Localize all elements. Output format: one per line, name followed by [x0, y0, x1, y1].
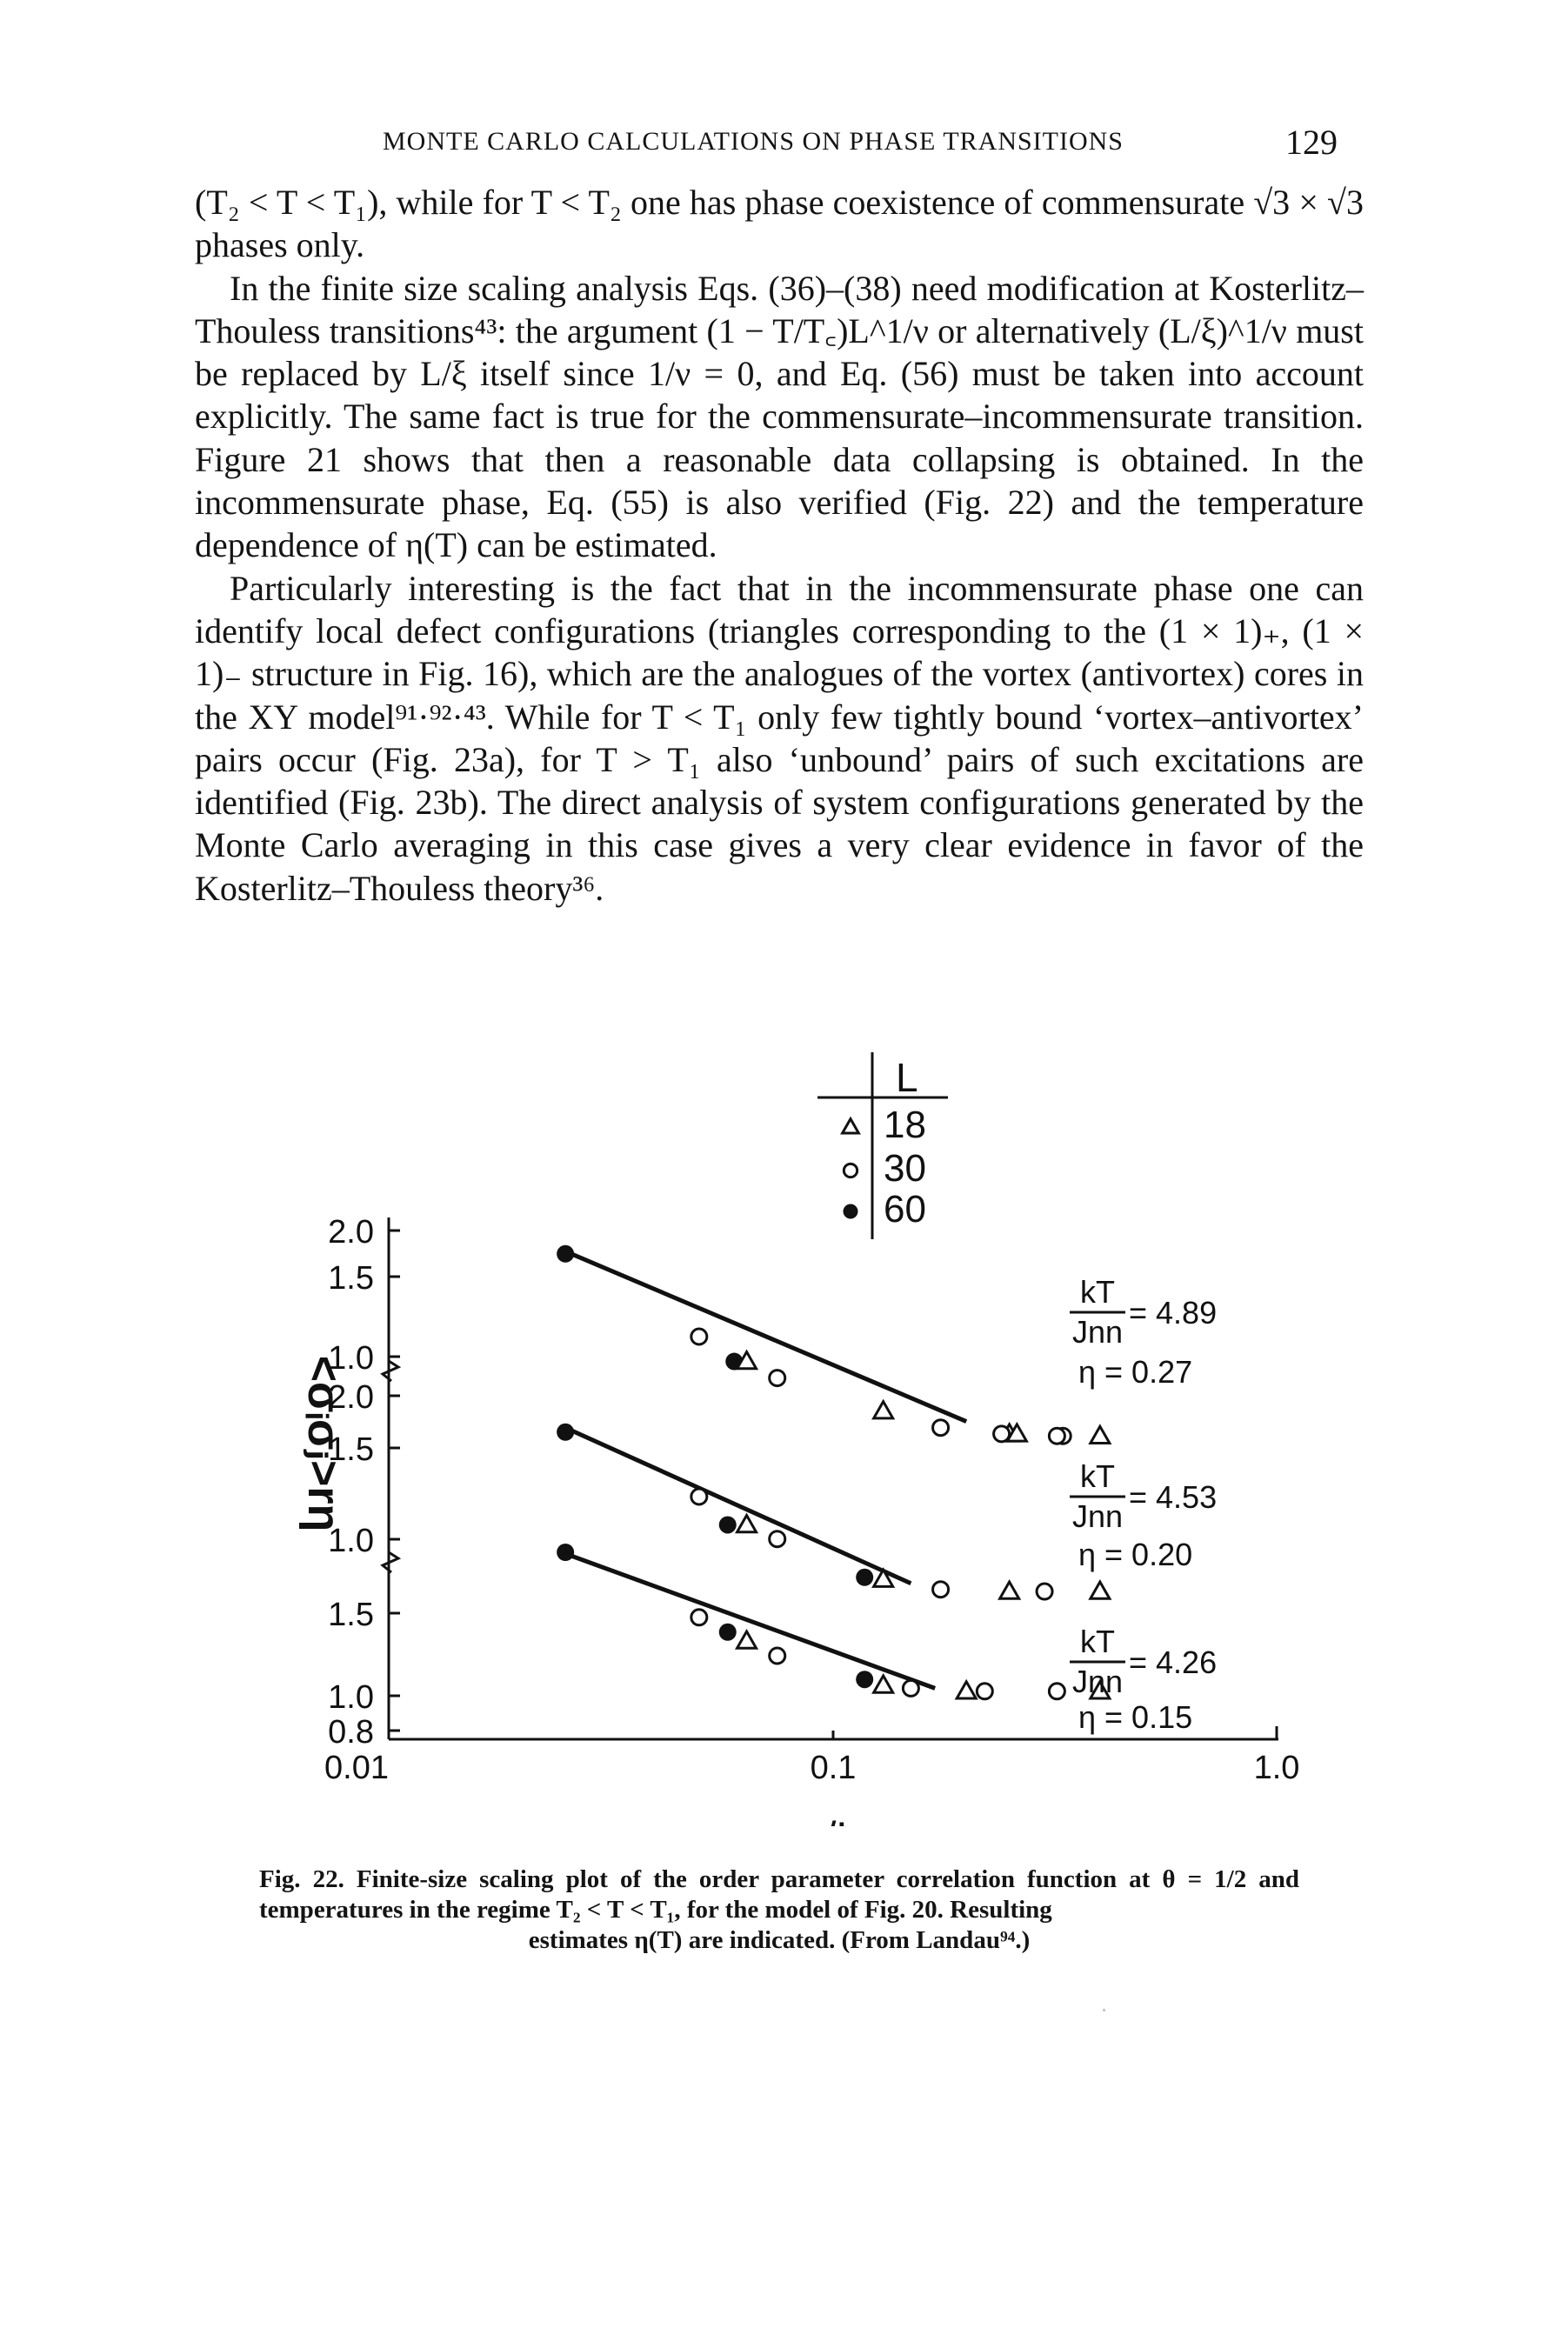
legend-value: 18 — [884, 1104, 926, 1146]
kT-label: kT — [1080, 1624, 1115, 1659]
figure-caption: Fig. 22. Finite-size scaling plot of the… — [259, 1864, 1299, 1956]
kT-label: kT — [1080, 1458, 1115, 1494]
temperature-value: = 4.53 — [1129, 1479, 1217, 1515]
fit-line — [560, 1550, 936, 1691]
legend-header: L — [896, 1055, 918, 1100]
marker-filled-circle — [843, 1204, 858, 1219]
y-tick-label: 0.8 — [328, 1714, 374, 1751]
legend-entry: 60 — [843, 1188, 926, 1231]
marker-open-circle — [901, 1678, 920, 1698]
x-tick-label: 1.0 — [1254, 1750, 1300, 1786]
Jnn-label: Jnn — [1072, 1664, 1123, 1699]
legend-value: 30 — [884, 1147, 926, 1190]
marker-triangle — [1088, 1424, 1112, 1444]
marker-open-circle — [690, 1327, 709, 1346]
marker-triangle — [734, 1628, 759, 1650]
y-tick-label: 2.0 — [328, 1379, 374, 1416]
axis-break-mark — [380, 1359, 402, 1383]
y-tick-label: 1.0 — [328, 1340, 374, 1377]
Jnn-label: Jnn — [1072, 1498, 1123, 1534]
caption-text-last: estimates η(T) are indicated. (From Land… — [528, 1926, 1031, 1954]
legend-value: 60 — [884, 1188, 926, 1231]
fit-line — [560, 1247, 968, 1424]
paragraph: In the finite size scaling analysis Eqs.… — [195, 268, 1364, 565]
paragraph: Particularly interesting is the fact tha… — [195, 568, 1364, 908]
y-tick-label: 1.5 — [328, 1260, 374, 1297]
y-tick-label: 1.0 — [328, 1523, 374, 1559]
body-text: (T₂ < T < T₁), while for T < T₂ one has … — [195, 181, 1364, 910]
paragraph: (T₂ < T < T₁), while for T < T₂ one has … — [195, 183, 1364, 265]
eta-value: η = 0.27 — [1078, 1354, 1192, 1390]
marker-triangle — [954, 1678, 978, 1700]
marker-open-circle — [1047, 1426, 1066, 1445]
marker-open-circle — [975, 1682, 994, 1701]
y-tick-label: 1.5 — [328, 1597, 374, 1633]
axis-break-mark — [380, 1551, 402, 1574]
marker-triangle — [840, 1116, 861, 1135]
page-number: 129 — [1285, 123, 1338, 162]
curve-label: kT Jnn= 4.26 η = 0.15 — [1070, 1624, 1217, 1735]
temperature-value: = 4.89 — [1129, 1295, 1217, 1331]
caption-label: Fig. 22. — [259, 1865, 344, 1893]
marker-triangle — [1088, 1579, 1112, 1600]
marker-triangle — [734, 1512, 759, 1534]
marker-filled-circle — [718, 1516, 737, 1534]
running-title: MONTE CARLO CALCULATIONS ON PHASE TRANSI… — [383, 127, 1124, 156]
marker-triangle — [734, 1349, 759, 1371]
marker-triangle — [871, 1398, 896, 1420]
curve-label: kT Jnn= 4.53 η = 0.20 — [1070, 1458, 1217, 1572]
Jnn-label: Jnn — [1072, 1314, 1123, 1350]
marker-filled-circle — [856, 1568, 874, 1586]
fit-line — [560, 1424, 912, 1586]
marker-triangle — [1088, 1678, 1112, 1700]
marker-filled-circle — [557, 1244, 575, 1263]
caption-text: Finite-size scaling plot of the order pa… — [259, 1865, 1299, 1924]
marker-open-circle — [992, 1424, 1011, 1444]
stray-mark — [1103, 2009, 1105, 2011]
kT-label: kT — [1080, 1274, 1115, 1310]
legend-entry: 18 — [840, 1104, 926, 1146]
y-axis-label: <σᵢσⱼ>rη — [298, 1356, 349, 1532]
marker-open-circle — [1035, 1582, 1054, 1601]
marker-open-circle — [768, 1369, 787, 1388]
marker-filled-circle — [718, 1623, 737, 1641]
x-tick-label: 0.1 — [811, 1750, 857, 1786]
marker-open-circle — [690, 1608, 709, 1627]
marker-filled-circle — [557, 1544, 575, 1561]
marker-open-circle — [842, 1162, 859, 1179]
temperature-value: = 4.26 — [1129, 1644, 1217, 1680]
marker-open-circle — [768, 1530, 787, 1549]
y-tick-label: 1.0 — [328, 1679, 374, 1716]
marker-open-circle — [690, 1487, 709, 1506]
marker-triangle — [1004, 1421, 1029, 1443]
marker-open-circle — [1047, 1682, 1066, 1701]
marker-triangle — [871, 1672, 896, 1694]
eta-value: η = 0.20 — [1078, 1537, 1192, 1572]
marker-filled-circle — [557, 1423, 575, 1441]
axes — [380, 1217, 1278, 1741]
marker-triangle — [871, 1567, 896, 1588]
curve-label: kT Jnn= 4.89 η = 0.27 — [1070, 1274, 1217, 1390]
marker-filled-circle — [856, 1671, 874, 1689]
y-tick-label: 2.0 — [328, 1214, 374, 1251]
legend-entry: 30 — [842, 1147, 926, 1190]
marker-open-circle — [768, 1646, 787, 1665]
x-axis-label: r/L — [810, 1813, 860, 1826]
marker-triangle — [998, 1579, 1022, 1600]
marker-open-circle — [931, 1580, 951, 1599]
eta-value: η = 0.15 — [1078, 1699, 1192, 1735]
x-tick-label: 0.01 — [324, 1750, 389, 1786]
y-tick-label: 1.5 — [328, 1431, 374, 1468]
marker-open-circle — [931, 1418, 951, 1437]
